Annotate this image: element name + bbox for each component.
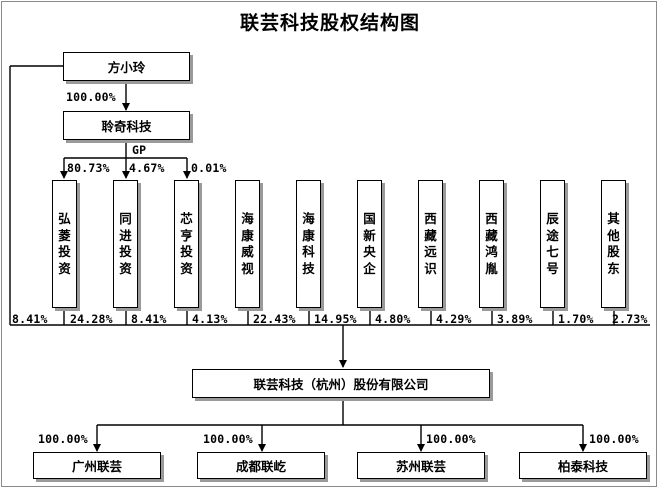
company-box: 联芸科技（杭州）股份有限公司 (192, 369, 490, 398)
gp-stake-xinheng: 0.01% (191, 161, 227, 175)
subsidiary-name: 苏州联芸 (395, 459, 446, 474)
subsidiary-box: 苏州联芸 (357, 452, 485, 479)
shareholder-name: 海康威视 (241, 211, 254, 276)
shareholder-stake: 4.80% (375, 312, 411, 326)
gp-stake-hongling: 80.73% (67, 161, 110, 175)
shareholder-box: 芯亨投资 (174, 180, 199, 308)
founder-gp-stake: 100.00% (66, 90, 116, 104)
subsidiary-stake: 100.00% (203, 432, 253, 446)
founder-direct-stake: 8.41% (12, 312, 48, 326)
shareholder-name: 辰途七号 (546, 211, 559, 276)
subsidiary-stake: 100.00% (426, 432, 476, 446)
shareholder-name: 海康科技 (302, 211, 315, 276)
shareholder-stake: 2.73% (612, 312, 648, 326)
shareholder-stake: 24.28% (70, 312, 113, 326)
shareholder-box: 辰途七号 (540, 180, 565, 308)
shareholder-name: 其他股东 (607, 211, 620, 276)
company-name: 联芸科技（杭州）股份有限公司 (253, 377, 429, 392)
subsidiary-name: 柏泰科技 (557, 459, 608, 474)
shareholder-box: 西藏鸿胤 (479, 180, 504, 308)
gp-company-name: 聆奇科技 (101, 119, 152, 134)
shareholder-name: 弘菱投资 (58, 211, 71, 276)
shareholder-name: 西藏鸿胤 (485, 211, 498, 276)
subsidiary-box: 柏泰科技 (519, 452, 647, 479)
founder-box: 方小玲 (63, 52, 190, 81)
subsidiary-stake: 100.00% (38, 432, 88, 446)
shareholder-stake: 22.43% (253, 312, 296, 326)
shareholder-stake: 8.41% (131, 312, 167, 326)
gp-label: GP (132, 143, 147, 157)
subsidiary-box: 广州联芸 (33, 452, 161, 479)
shareholder-name: 芯亨投资 (180, 211, 193, 276)
shareholder-stake: 4.29% (436, 312, 472, 326)
shareholder-box: 海康科技 (296, 180, 321, 308)
shareholder-stake: 14.95% (314, 312, 357, 326)
subsidiary-box: 成都联屹 (197, 452, 325, 479)
shareholder-box: 同进投资 (113, 180, 138, 308)
diagram-title: 联芸科技股权结构图 (239, 12, 420, 34)
gp-company-box: 聆奇科技 (63, 111, 190, 140)
shareholder-name: 国新央企 (363, 211, 376, 276)
shareholder-stake: 3.89% (497, 312, 533, 326)
shareholder-box: 西藏远识 (418, 180, 443, 308)
subsidiary-name: 广州联芸 (71, 459, 122, 474)
shareholder-stake: 1.70% (558, 312, 594, 326)
subsidiary-stake: 100.00% (589, 432, 639, 446)
shareholder-name: 西藏远识 (424, 211, 437, 276)
shareholder-box: 弘菱投资 (52, 180, 77, 308)
shareholder-box: 国新央企 (357, 180, 382, 308)
gp-stake-tongjin: 4.67% (129, 161, 165, 175)
shareholder-name: 同进投资 (119, 211, 132, 276)
subsidiary-name: 成都联屹 (235, 459, 286, 474)
founder-name: 方小玲 (107, 60, 146, 75)
shareholder-stake: 4.13% (192, 312, 228, 326)
shareholder-box: 海康威视 (235, 180, 260, 308)
shareholder-box: 其他股东 (601, 180, 626, 308)
